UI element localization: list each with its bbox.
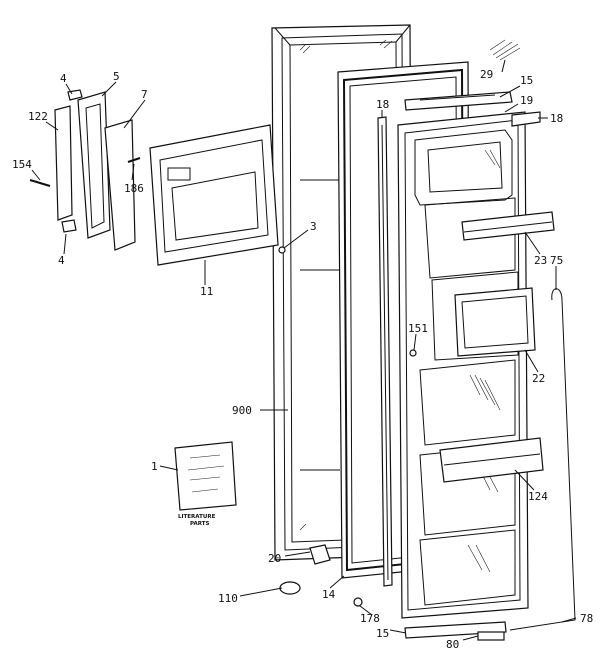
trim-strip-right bbox=[511, 111, 541, 127]
label-23: 23 bbox=[534, 254, 547, 267]
handle-trim bbox=[54, 105, 73, 221]
label-124: 124 bbox=[528, 490, 548, 503]
literature-caption-2: PARTS bbox=[190, 521, 210, 527]
handle-caps bbox=[61, 89, 83, 233]
door-bin bbox=[454, 287, 536, 357]
label-20: 20 bbox=[268, 552, 281, 565]
plug-110 bbox=[279, 581, 301, 595]
screw-178 bbox=[353, 597, 363, 607]
label-186: 186 bbox=[124, 182, 144, 195]
label-4-bottom: 4 bbox=[58, 254, 65, 267]
label-29: 29 bbox=[480, 68, 493, 81]
label-110: 110 bbox=[218, 592, 238, 605]
label-178: 178 bbox=[360, 612, 380, 625]
label-151: 151 bbox=[408, 322, 428, 335]
label-1: 1 bbox=[151, 460, 158, 473]
label-122: 122 bbox=[28, 110, 48, 123]
label-4-top: 4 bbox=[60, 72, 67, 85]
door-handle bbox=[77, 91, 111, 239]
label-900: 900 bbox=[232, 404, 252, 417]
label-154: 154 bbox=[12, 158, 32, 171]
label-15-top: 15 bbox=[520, 74, 533, 87]
literature-caption-1: LITERATURE bbox=[178, 514, 216, 520]
hinge-bushing bbox=[309, 544, 331, 565]
trim-strip-left bbox=[377, 116, 393, 587]
label-19: 19 bbox=[520, 94, 533, 107]
label-22: 22 bbox=[532, 372, 545, 385]
label-75: 75 bbox=[550, 254, 563, 267]
label-11: 11 bbox=[200, 285, 213, 298]
door-shelf-bar bbox=[461, 211, 555, 241]
screw-3 bbox=[278, 246, 286, 254]
part-29-feather bbox=[489, 39, 521, 61]
inner-door-liner bbox=[397, 111, 529, 619]
label-5: 5 bbox=[113, 70, 120, 83]
screw-154 bbox=[29, 179, 51, 187]
bottom-retainer bbox=[404, 621, 507, 639]
literature-booklet: LITERATURE PARTS bbox=[174, 441, 237, 527]
label-18-right: 18 bbox=[550, 112, 563, 125]
label-7: 7 bbox=[141, 88, 148, 101]
label-78: 78 bbox=[580, 612, 593, 625]
hinge-parts bbox=[477, 631, 505, 641]
label-14: 14 bbox=[322, 588, 336, 601]
heater-wire bbox=[509, 288, 576, 631]
leader-lines bbox=[31, 59, 577, 641]
dispenser-cover bbox=[149, 124, 279, 266]
part-labels: 4 5 7 122 154 186 4 11 3 900 1 20 110 14… bbox=[12, 68, 593, 651]
door-shelf bbox=[439, 437, 544, 483]
label-15-bottom: 15 bbox=[376, 627, 389, 640]
screw-151 bbox=[409, 349, 417, 357]
handle-bracket bbox=[104, 119, 136, 251]
top-retainer bbox=[404, 91, 513, 111]
label-80: 80 bbox=[446, 638, 459, 651]
screw-186 bbox=[127, 157, 141, 163]
label-3: 3 bbox=[310, 220, 317, 233]
label-18-left: 18 bbox=[376, 98, 389, 111]
